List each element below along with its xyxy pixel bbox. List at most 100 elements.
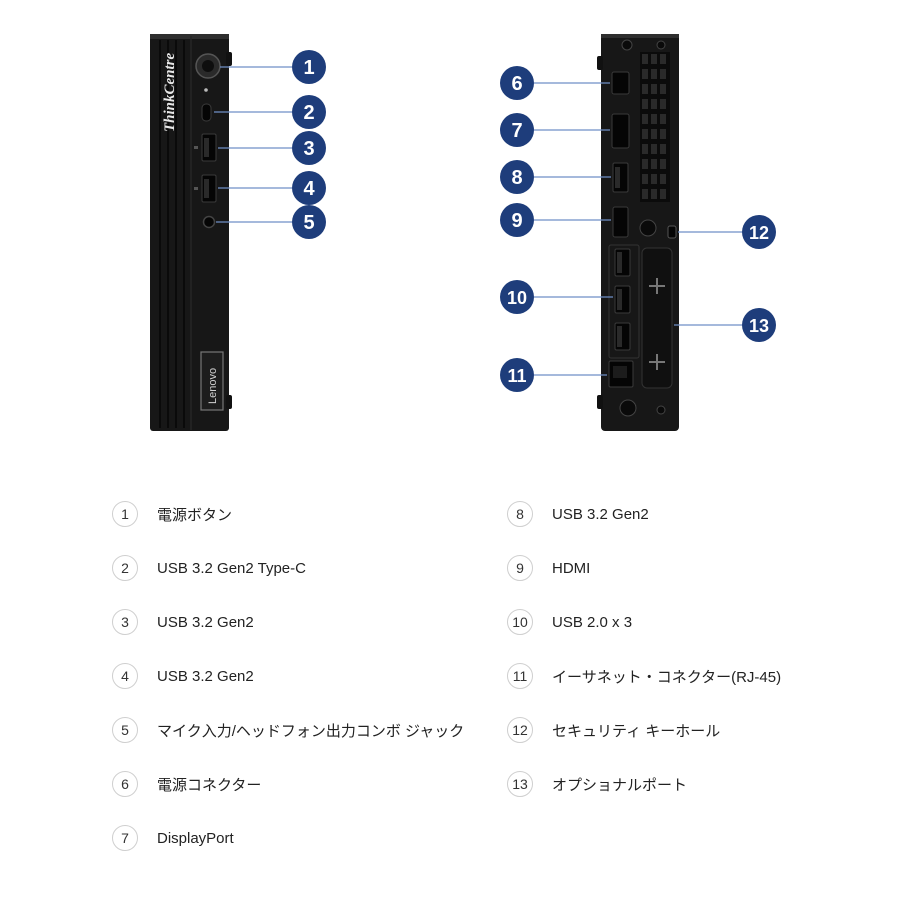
rear-vent-slots — [642, 54, 666, 199]
callout-number-9: 9 — [511, 210, 522, 232]
callout-number-8: 8 — [511, 167, 522, 189]
lenovo-badge-text: Lenovo — [207, 368, 219, 404]
rear-view — [597, 34, 679, 431]
legend-item-2: 2 USB 3.2 Gen2 Type-C — [112, 554, 306, 582]
callout-1: 1 — [292, 50, 326, 84]
callout-3: 3 — [292, 131, 326, 165]
legend-number-1: 1 — [112, 501, 138, 527]
rear-hdmi-port — [612, 206, 629, 238]
legend-number-13: 13 — [507, 771, 533, 797]
legend-number-2: 2 — [112, 555, 138, 581]
legend-label-6: 電源コネクター — [157, 776, 262, 794]
front-audio-jack — [202, 215, 216, 229]
legend-label-1: 電源ボタン — [157, 506, 233, 524]
callout-9: 9 — [500, 203, 534, 237]
callout-number-5: 5 — [303, 212, 314, 234]
legend-item-4: 4 USB 3.2 Gen2 — [112, 662, 254, 690]
legend-item-9: 9 HDMI — [507, 554, 590, 582]
lenovo-badge — [200, 351, 224, 411]
legend-item-10: 10 USB 2.0 x 3 — [507, 608, 632, 636]
callout-marker-11 — [500, 358, 534, 392]
callout-10: 10 — [500, 280, 534, 314]
rear-antenna-mount — [639, 219, 657, 237]
callout-13: 13 — [742, 308, 776, 342]
legend-label-7: DisplayPort — [157, 829, 234, 847]
legend-item-7: 7 DisplayPort — [112, 824, 234, 852]
rear-screw-top-left — [621, 39, 633, 51]
legend-label-8: USB 3.2 Gen2 — [552, 505, 649, 523]
callout-number-12: 12 — [749, 223, 769, 243]
legend-label-5: マイク入力/ヘッドフォン出力コンボ ジャック — [157, 722, 465, 740]
callout-8: 8 — [500, 160, 534, 194]
thinkcentre-logo: ThinkCentre — [162, 52, 178, 132]
legend-number-9: 9 — [507, 555, 533, 581]
rear-displayport — [611, 113, 630, 149]
front-vent-grooves — [159, 40, 185, 428]
rear-power-connector — [611, 71, 630, 95]
legend-item-5: 5 マイク入力/ヘッドフォン出力コンボ ジャック — [112, 716, 464, 744]
legend-number-5: 5 — [112, 717, 138, 743]
callout-marker-13 — [742, 308, 776, 342]
legend-label-13: オプショナルポート — [552, 776, 688, 794]
rear-bottom-connector-right — [656, 405, 666, 415]
legend-label-9: HDMI — [552, 559, 591, 577]
callout-marker-4 — [292, 171, 326, 205]
callout-2: 2 — [292, 95, 326, 129]
callout-marker-7 — [500, 113, 534, 147]
callout-marker-12 — [742, 215, 776, 249]
callout-11: 11 — [500, 358, 534, 392]
rear-optional-port-panel — [641, 247, 673, 389]
callout-marker-5 — [292, 205, 326, 239]
callout-number-4: 4 — [303, 178, 315, 200]
callout-number-2: 2 — [303, 102, 314, 124]
legend-item-13: 13 オプショナルポート — [507, 770, 687, 798]
front-view: ThinkCentre Lenovo — [150, 34, 232, 431]
front-usb-c-port — [201, 103, 212, 122]
rear-foot-top — [597, 56, 603, 70]
front-chassis — [150, 34, 229, 431]
legend-label-11: イーサネット・コネクター(RJ-45) — [552, 668, 782, 686]
callout-number-13: 13 — [749, 316, 769, 336]
callout-number-6: 6 — [511, 73, 522, 95]
legend-number-8: 8 — [507, 501, 533, 527]
callout-7: 7 — [500, 113, 534, 147]
legend-item-8: 8 USB 3.2 Gen2 — [507, 500, 649, 528]
callout-marker-2 — [292, 95, 326, 129]
rear-security-keyhole — [667, 225, 677, 239]
callout-number-3: 3 — [303, 138, 314, 160]
callout-marker-8 — [500, 160, 534, 194]
leader-lines — [214, 66, 742, 376]
front-chassis-top — [150, 34, 229, 39]
legend-label-12: セキュリティ キーホール — [552, 722, 721, 740]
legend-number-3: 3 — [112, 609, 138, 635]
front-foot-bottom — [226, 395, 232, 409]
callout-marker-3 — [292, 131, 326, 165]
rear-foot-bottom — [597, 395, 603, 409]
callout-marker-1 — [292, 50, 326, 84]
callout-number-10: 10 — [507, 288, 527, 308]
callout-number-11: 11 — [507, 366, 526, 386]
legend-number-11: 11 — [507, 663, 533, 689]
callout-12: 12 — [742, 215, 776, 249]
callout-6: 6 — [500, 66, 534, 100]
callout-marker-6 — [500, 66, 534, 100]
legend-item-6: 6 電源コネクター — [112, 770, 261, 798]
rear-usb2-group-frame — [608, 244, 640, 359]
legend-label-2: USB 3.2 Gen2 Type-C — [157, 559, 306, 577]
callout-5: 5 — [292, 205, 326, 239]
legend-item-3: 3 USB 3.2 Gen2 — [112, 608, 254, 636]
callout-marker-9 — [500, 203, 534, 237]
callout-4: 4 — [292, 171, 326, 205]
callout-number-7: 7 — [511, 120, 522, 142]
power-led — [204, 88, 208, 92]
front-foot-top — [226, 52, 232, 66]
rear-bottom-connector-left — [619, 399, 637, 417]
legend-number-12: 12 — [507, 717, 533, 743]
port-diagram: ThinkCentre Lenovo — [150, 34, 776, 431]
callout-number-1: 1 — [303, 57, 314, 79]
legend-item-11: 11 イーサネット・コネクター(RJ-45) — [507, 662, 781, 690]
legend-number-7: 7 — [112, 825, 138, 851]
rear-screw-top-right — [656, 40, 666, 50]
power-button[interactable] — [202, 60, 214, 72]
